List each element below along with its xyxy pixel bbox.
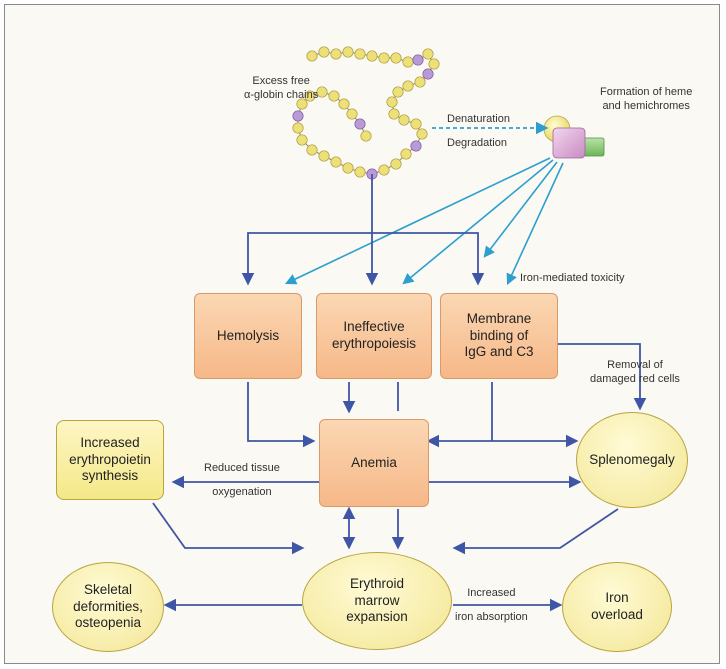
degradation-label: Degradation xyxy=(447,137,507,149)
chain-bead xyxy=(318,150,330,162)
skeletal-line2: deformities, xyxy=(73,598,143,614)
marrow-line3: expansion xyxy=(346,609,408,625)
chain-bead xyxy=(306,144,318,156)
reduced-oxygenation-label: Reduced tissue oxygenation xyxy=(204,461,280,500)
chain-bead xyxy=(398,114,410,126)
chain-bead xyxy=(330,156,342,168)
anemia-box: Anemia xyxy=(319,419,429,507)
membrane-line3: IgG and C3 xyxy=(464,344,534,360)
ineffective-erythropoiesis-box: Ineffective erythropoiesis xyxy=(316,293,432,379)
membrane-line2: binding of xyxy=(469,327,529,343)
chain-bead xyxy=(402,80,414,92)
epo-line3: synthesis xyxy=(81,468,139,484)
chain-bead xyxy=(304,90,316,102)
epo-line2: erythropoietin xyxy=(69,451,151,467)
increased-label-line2: iron absorption xyxy=(455,611,528,624)
skeletal-line3: osteopenia xyxy=(74,615,142,631)
chain-bead xyxy=(306,50,318,62)
chain-label-line1: Excess free xyxy=(252,75,310,87)
chain-bead xyxy=(346,108,358,120)
iron-toxicity-label: Iron-mediated toxicity xyxy=(520,272,625,284)
chain-bead xyxy=(378,164,390,176)
chain-label: Excess free α-globin chains xyxy=(244,74,318,103)
reduced-label-line1: Reduced tissue xyxy=(204,462,280,474)
chain-bead xyxy=(390,158,402,170)
hemolysis-label: Hemolysis xyxy=(216,327,280,343)
removal-label: Removal of damaged red cells xyxy=(590,358,680,387)
membrane-line1: Membrane xyxy=(466,310,532,326)
splenomegaly-label: Splenomegaly xyxy=(589,451,675,467)
chain-bead xyxy=(338,98,350,110)
iron-line2: overload xyxy=(591,607,643,622)
chain-bead xyxy=(292,110,304,122)
chain-bead xyxy=(354,48,366,60)
chain-bead xyxy=(328,90,340,102)
removal-label-line2: damaged red cells xyxy=(590,373,680,386)
increased-absorption-label: Increased iron absorption xyxy=(455,586,528,625)
chain-bead xyxy=(318,46,330,58)
marrow-line1: Erythroid xyxy=(349,575,405,591)
heme-hemichrome-icon xyxy=(543,115,605,159)
chain-bead xyxy=(410,140,422,152)
reduced-label-line2: oxygenation xyxy=(212,486,272,499)
chain-bead xyxy=(410,118,422,130)
chain-bead xyxy=(296,134,308,146)
heme-label: Formation of heme and hemichromes xyxy=(600,85,692,114)
chain-bead xyxy=(400,148,412,160)
chain-bead xyxy=(292,122,304,134)
chain-bead xyxy=(388,108,400,120)
skeletal-line1: Skeletal xyxy=(83,581,133,597)
chain-bead xyxy=(422,68,434,80)
iron-line1: Iron xyxy=(605,590,629,606)
anemia-label: Anemia xyxy=(351,454,397,470)
increased-label-line1: Increased xyxy=(467,587,516,599)
chain-bead xyxy=(428,58,440,70)
iron-overload-node: Iron overload xyxy=(562,562,672,652)
erythropoietin-box: Increased erythropoietin synthesis xyxy=(56,420,164,500)
chain-bead xyxy=(342,162,354,174)
chain-bead xyxy=(354,166,366,178)
splenomegaly-node: Splenomegaly xyxy=(576,412,688,508)
chain-bead xyxy=(316,86,328,98)
chain-bead xyxy=(422,48,434,60)
chain-bead xyxy=(296,98,308,110)
chain-bead xyxy=(414,76,426,88)
chain-bead xyxy=(378,52,390,64)
chain-bead xyxy=(402,56,414,68)
chain-bead xyxy=(366,50,378,62)
removal-label-line1: Removal of xyxy=(607,359,663,371)
heme-label-line2: and hemichromes xyxy=(602,100,690,113)
hemolysis-box: Hemolysis xyxy=(194,293,302,379)
denaturation-label: Denaturation xyxy=(447,113,510,125)
chain-bead xyxy=(386,96,398,108)
chain-bead xyxy=(354,118,366,130)
chain-bead xyxy=(360,130,372,142)
epo-line1: Increased xyxy=(80,434,140,450)
skeletal-node: Skeletal deformities, osteopenia xyxy=(52,562,164,652)
marrow-line2: marrow xyxy=(354,592,400,608)
chain-bead xyxy=(392,86,404,98)
chain-label-line2: α-globin chains xyxy=(244,89,319,102)
marrow-expansion-node: Erythroid marrow expansion xyxy=(302,552,452,650)
iron-toxicity-arrows xyxy=(284,157,564,286)
flow-arrows xyxy=(152,174,647,612)
chain-bead xyxy=(412,54,424,66)
ineffective-line2: erythropoiesis xyxy=(331,336,417,351)
chain-bead xyxy=(330,48,342,60)
membrane-binding-box: Membrane binding of IgG and C3 xyxy=(440,293,558,379)
ineffective-line1: Ineffective xyxy=(343,319,405,335)
chain-bead xyxy=(342,46,354,58)
chain-bead xyxy=(416,128,428,140)
globin-chain-illustration xyxy=(292,46,440,180)
chain-bead xyxy=(390,52,402,64)
heme-label-line1: Formation of heme xyxy=(600,86,693,98)
